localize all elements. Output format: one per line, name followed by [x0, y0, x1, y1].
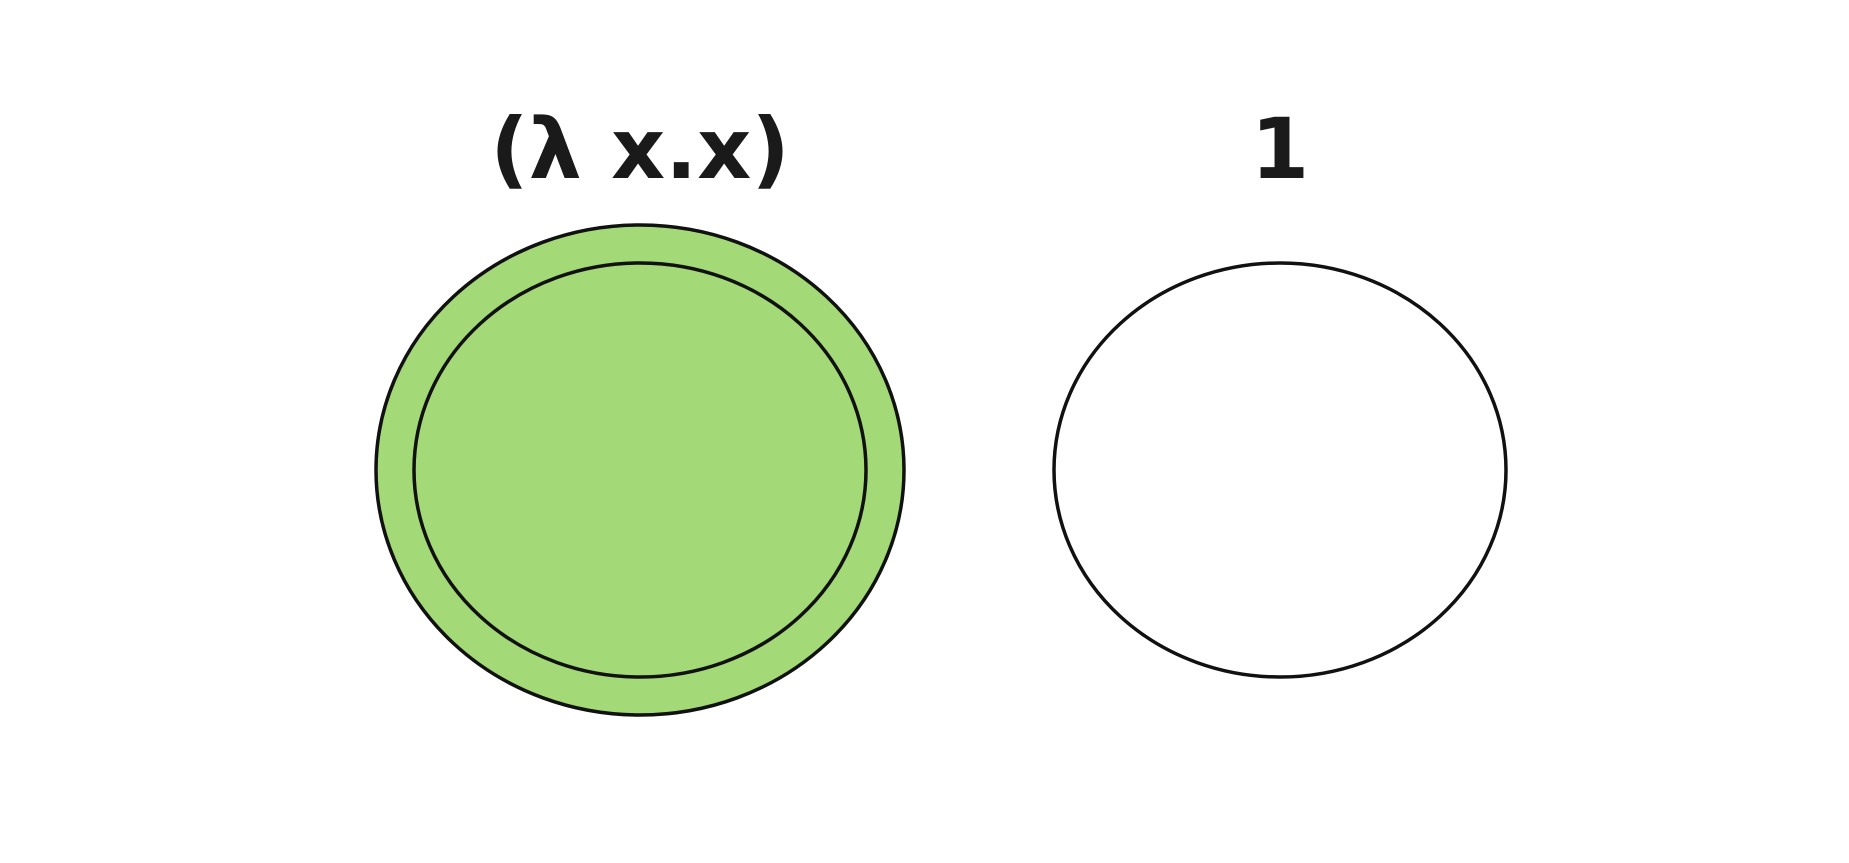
function-term-label: (λ x.x): [490, 100, 789, 198]
argument-term-label: 1: [1251, 100, 1309, 198]
function-inner-ellipse: [412, 261, 868, 679]
argument-term: 1: [1052, 100, 1508, 679]
argument-ellipse: [1052, 261, 1508, 679]
function-term: (λ x.x): [374, 100, 906, 717]
